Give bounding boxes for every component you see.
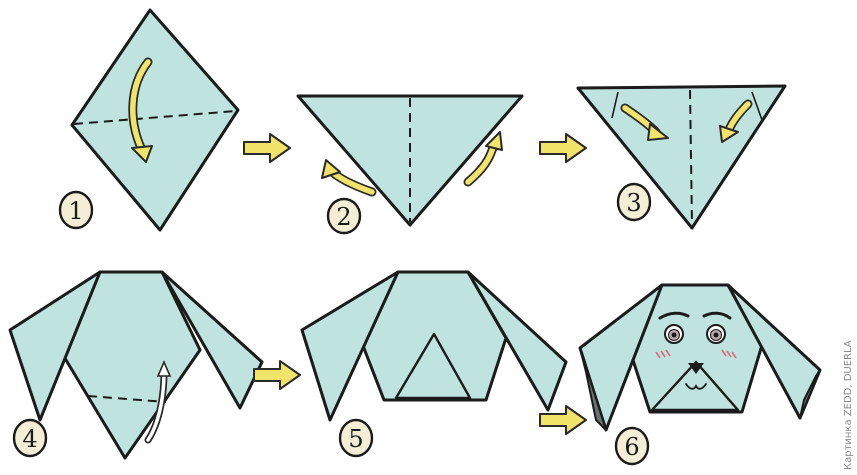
arrow-right-icon [540,134,586,162]
image-credit: Картинка ZEDD, DUERLA [843,340,854,470]
arrow-right-icon [244,134,290,162]
step-5 [302,272,566,420]
svg-text:3: 3 [626,189,641,217]
step-3-triangle [578,86,785,228]
left-eye [665,325,683,343]
step-1-diamond [72,10,238,230]
step-number-badge-6: 6 [616,428,648,464]
right-eye [707,325,725,343]
step-number-badge-5: 5 [340,420,372,456]
step-3 [578,86,785,228]
svg-text:4: 4 [22,425,37,453]
svg-text:5: 5 [348,425,363,453]
step-4 [10,272,262,458]
step-1 [72,10,238,230]
step-number-badge-4: 4 [14,420,46,456]
step-6 [580,285,820,430]
step-number-badge-1: 1 [60,192,92,228]
step-number-badge-3: 3 [618,184,650,220]
svg-text:6: 6 [624,433,639,461]
svg-text:2: 2 [336,203,351,231]
svg-text:1: 1 [68,197,83,225]
step-number-badge-2: 2 [328,199,360,233]
